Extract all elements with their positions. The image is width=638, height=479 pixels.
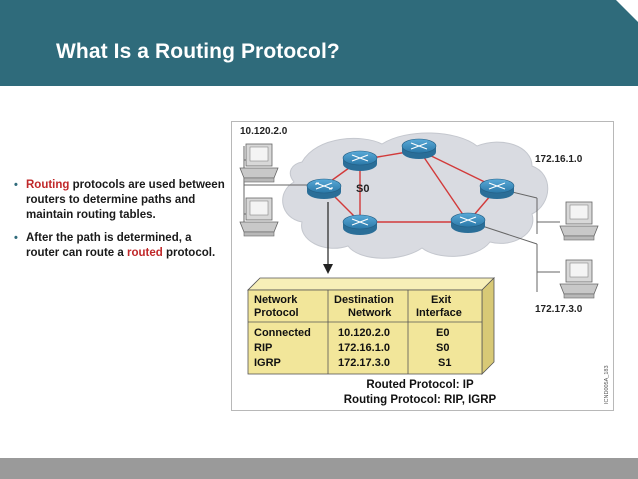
table-cell-r1-c2: S0 xyxy=(436,342,449,354)
pc-icon xyxy=(239,197,279,237)
table-cell-r0-c2: E0 xyxy=(436,327,449,339)
table-cell-r2-c1: 172.17.3.0 xyxy=(338,357,390,369)
bullet-item-1: • Routing protocols are used between rou… xyxy=(14,178,226,223)
bullet-2-highlight: routed xyxy=(126,247,163,259)
table-header-destination-2: Network xyxy=(348,307,392,319)
network-diagram-svg: 10.120.2.0 172.16.1.0 172.17.3.0 S0 Netw… xyxy=(239,126,610,406)
table-cell-r2-c0: IGRP xyxy=(254,357,281,369)
table-cell-r0-c0: Connected xyxy=(254,327,311,339)
table-header-exit-1: Exit xyxy=(431,294,452,306)
bullet-list: • Routing protocols are used between rou… xyxy=(14,178,226,269)
table-header-network-protocol-1: Network xyxy=(254,294,298,306)
title-bar: What Is a Routing Protocol? xyxy=(0,0,638,86)
pc-icon xyxy=(559,201,599,241)
routing-protocol-caption: Routing Protocol: RIP, IGRP xyxy=(344,394,497,406)
title-bar-corner xyxy=(616,0,638,22)
table-cell-r2-c2: S1 xyxy=(438,357,451,369)
figure-code: ICND005A_183 xyxy=(604,365,610,404)
pc-icon xyxy=(559,259,599,299)
network-diagram: 10.120.2.0 172.16.1.0 172.17.3.0 S0 Netw… xyxy=(231,121,614,411)
router-3 xyxy=(401,138,437,159)
link-r3-r6 xyxy=(418,149,469,223)
router-1 xyxy=(306,178,342,199)
router-2 xyxy=(342,150,378,171)
bullet-1-highlight: Routing xyxy=(26,179,70,191)
network-label-right-bottom: 172.17.3.0 xyxy=(535,304,583,315)
table-header-destination-1: Destination xyxy=(334,294,394,306)
router-4 xyxy=(342,214,378,235)
table-cell-r0-c1: 10.120.2.0 xyxy=(338,327,390,339)
footer-bar xyxy=(0,458,638,479)
routing-table-side-face xyxy=(481,277,495,375)
bullet-1-text: protocols are used between routers to de… xyxy=(26,179,225,221)
bullet-dot-icon: • xyxy=(14,179,18,191)
routed-protocol-caption: Routed Protocol: IP xyxy=(366,379,474,391)
pc-icon xyxy=(239,143,279,183)
network-label-right-top: 172.16.1.0 xyxy=(535,154,583,165)
router-6 xyxy=(450,212,486,233)
routing-table-top-face xyxy=(247,277,495,291)
interface-label-s0: S0 xyxy=(356,183,369,195)
bullet-2-text-before: After the path is determined, a router c… xyxy=(26,232,192,259)
bullet-dot-icon: • xyxy=(14,232,18,244)
network-label-top-left: 10.120.2.0 xyxy=(240,126,288,137)
page-title: What Is a Routing Protocol? xyxy=(56,40,340,63)
routing-table-front-face xyxy=(247,289,483,375)
table-header-network-protocol-2: Protocol xyxy=(254,307,299,319)
table-header-exit-2: Interface xyxy=(416,307,462,319)
table-cell-r1-c1: 172.16.1.0 xyxy=(338,342,390,354)
routing-table: Network Protocol Destination Network Exi… xyxy=(247,277,495,375)
bullet-item-2: • After the path is determined, a router… xyxy=(14,231,226,261)
bullet-2-text-after: protocol. xyxy=(162,247,216,259)
router-5 xyxy=(479,178,515,199)
table-cell-r1-c0: RIP xyxy=(254,342,272,354)
arrow-head-icon xyxy=(323,264,333,274)
